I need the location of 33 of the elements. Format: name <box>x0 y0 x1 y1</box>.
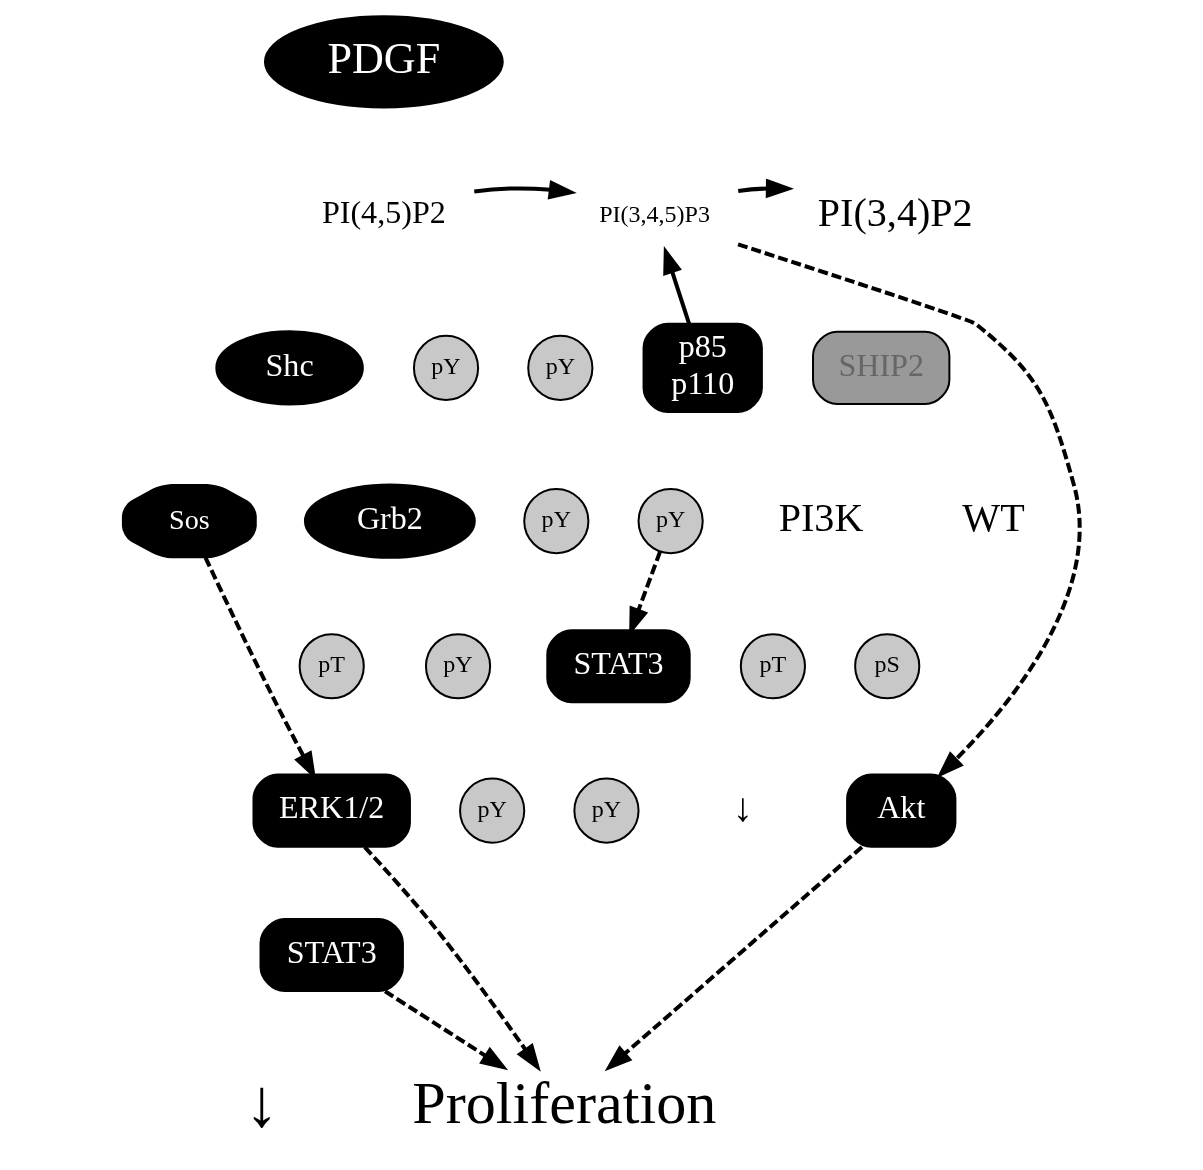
arrow <box>738 178 794 199</box>
node-box: ERK1/2 <box>252 773 411 848</box>
arrow <box>474 179 577 200</box>
node-text: PI(3,4)P2 <box>817 189 973 235</box>
node-label: ↓ <box>244 1064 279 1141</box>
node-circle: pT <box>298 633 365 700</box>
node-circle: pY <box>527 334 594 401</box>
arrow <box>737 242 1082 779</box>
node-ellipse: Grb2 <box>303 483 476 559</box>
node-text: PI(4,5)P2 <box>321 194 446 231</box>
node-label: ↓ <box>732 784 753 830</box>
node-box: p85 p110 <box>642 322 763 413</box>
node-label: WT <box>962 495 1025 541</box>
arrow <box>663 246 691 325</box>
node-text: Proliferation <box>412 1069 717 1137</box>
node-box: Akt <box>846 773 957 848</box>
node-circle: pY <box>523 488 590 555</box>
node-circle: pT <box>739 633 806 700</box>
node-circle: pY <box>424 633 492 700</box>
arrow <box>384 989 509 1071</box>
node-circle: pY <box>459 777 526 844</box>
node-box: STAT3 <box>546 629 691 704</box>
arrow <box>363 845 541 1072</box>
node-label: PI3K <box>778 495 864 541</box>
node-circle: pY <box>412 334 480 401</box>
node-circle: pY <box>637 488 704 555</box>
node-ellipse: PDGF <box>263 15 504 109</box>
node-box: STAT3 <box>259 917 404 993</box>
node-circle: pS <box>854 633 921 700</box>
node-text: PI(3,4,5)P3 <box>599 200 711 227</box>
node-circle: pY <box>573 777 640 844</box>
node-ellipse: Shc <box>215 330 364 406</box>
arrow <box>604 845 864 1072</box>
